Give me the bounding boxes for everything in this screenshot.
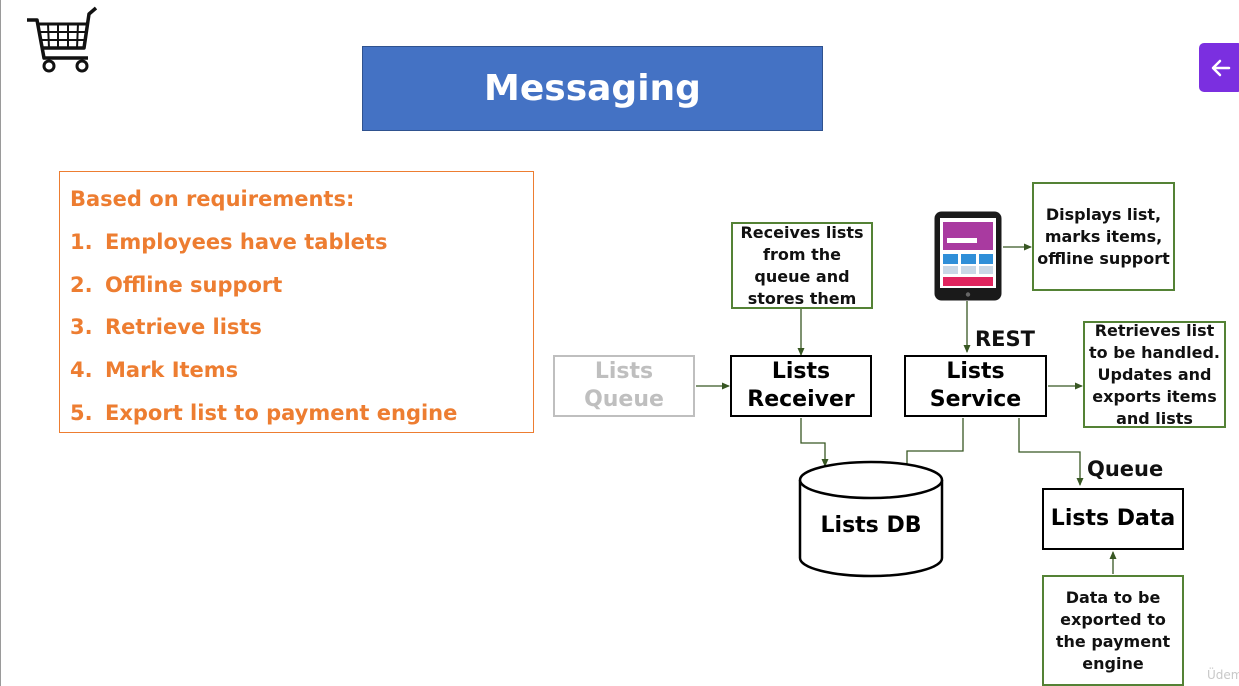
slide-title-text: Messaging [484, 68, 701, 109]
lists-service-label: Lists Service [929, 359, 1022, 412]
lists-queue-label: Lists Queue [584, 359, 664, 412]
lists-queue-box: Lists Queue [553, 355, 695, 417]
watermark: Üdem [1207, 668, 1239, 682]
slide-title: Messaging [362, 46, 823, 131]
lists-data-label: Lists Data [1050, 506, 1176, 531]
lists-receiver-box: Lists Receiver [730, 355, 872, 417]
lists-db-label: Lists DB [820, 513, 922, 538]
requirement-item: 5. Export list to payment engine [70, 401, 457, 425]
requirement-text: Employees have tablets [105, 230, 388, 254]
receiver-note: Receives lists from the queue and stores… [731, 222, 873, 309]
requirement-item: 1. Employees have tablets [70, 230, 387, 254]
service-note: Retrieves list to be handled. Updates an… [1083, 321, 1226, 428]
service-to-lists-data-arrow [1018, 418, 1084, 486]
lists-receiver-label: Lists Receiver [747, 359, 855, 412]
data-note: Data to be exported to the payment engin… [1042, 575, 1184, 686]
receiver-to-db-arrow [800, 418, 829, 467]
database-cylinder [798, 460, 944, 578]
requirement-number: 5. [70, 401, 93, 425]
requirement-number: 2. [70, 273, 93, 297]
service-note-text: Retrieves list to be handled. Updates an… [1089, 320, 1220, 428]
arrow-left-icon [1211, 59, 1231, 76]
lists-service-box: Lists Service [904, 355, 1047, 417]
requirement-text: Offline support [105, 273, 283, 297]
data-note-text: Data to be exported to the payment engin… [1055, 587, 1171, 673]
requirement-item: 4. Mark Items [70, 358, 238, 382]
requirements-box: Based on requirements: 1. Employees have … [59, 171, 534, 433]
requirement-text: Retrieve lists [105, 315, 262, 339]
requirement-item: 3. Retrieve lists [70, 315, 262, 339]
client-note: Displays list, marks items, offline supp… [1032, 182, 1175, 291]
lists-data-box: Lists Data [1042, 488, 1184, 550]
requirements-heading: Based on requirements: [70, 187, 355, 211]
receiver-note-text: Receives lists from the queue and stores… [740, 222, 864, 308]
requirement-text: Mark Items [105, 358, 239, 382]
requirement-number: 3. [70, 315, 93, 339]
requirement-number: 4. [70, 358, 93, 382]
tablet-icon [934, 211, 1002, 301]
client-note-text: Displays list, marks items, offline supp… [1037, 204, 1170, 268]
requirement-text: Export list to payment engine [105, 401, 458, 425]
rest-label: REST [975, 327, 1035, 351]
requirement-number: 1. [70, 230, 93, 254]
shopping-cart-icon [27, 6, 98, 73]
requirement-item: 2. Offline support [70, 273, 282, 297]
left-edge-line [0, 0, 1, 686]
back-button[interactable] [1199, 43, 1239, 92]
queue-label: Queue [1087, 457, 1164, 481]
